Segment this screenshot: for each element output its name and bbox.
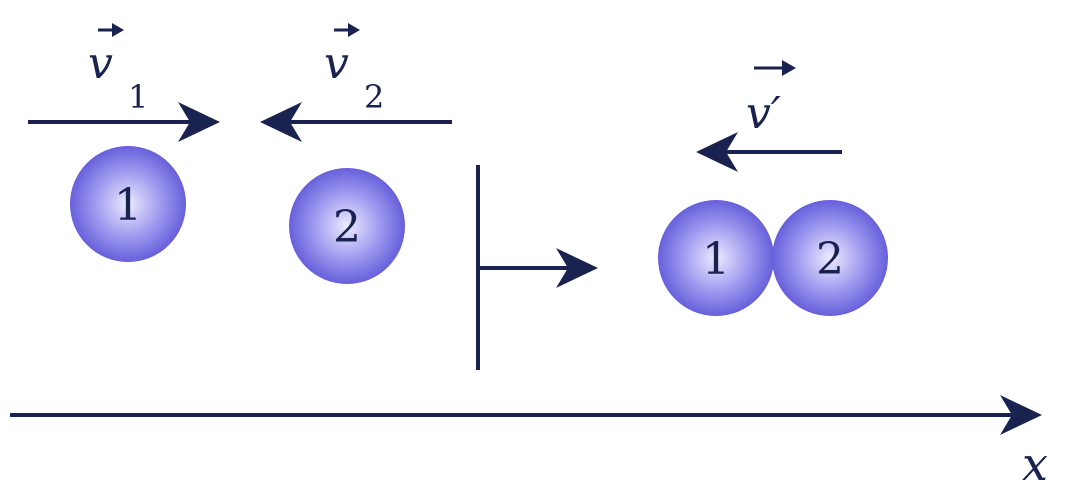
- transition-arrow-icon: [476, 165, 598, 370]
- ball-2-before-label: 2: [333, 202, 361, 253]
- v2-subscript: 2: [364, 78, 384, 116]
- ball-1-before-label: 1: [114, 180, 142, 231]
- ball-2-before: 2: [289, 168, 405, 284]
- v1-label: v 1: [88, 23, 148, 116]
- arrow-over-icon: [98, 23, 124, 37]
- ball-1-before: 1: [70, 146, 186, 262]
- v-prime-label: v′: [746, 60, 796, 139]
- x-axis: [10, 395, 1042, 435]
- v-prime-velocity-arrow: [696, 132, 842, 172]
- v1-subscript: 1: [128, 78, 148, 116]
- v1-velocity-arrow: [28, 102, 220, 142]
- ball-2-after-label: 2: [816, 234, 844, 285]
- v1-symbol: v: [88, 38, 113, 89]
- v2-symbol: v: [324, 38, 349, 89]
- arrow-over-icon: [334, 23, 360, 37]
- x-axis-label: x: [1022, 437, 1048, 491]
- ball-2-after: 2: [772, 200, 888, 316]
- v2-velocity-arrow: [260, 102, 452, 142]
- arrow-over-icon: [754, 60, 796, 76]
- v2-label: v 2: [324, 23, 384, 116]
- v-prime-symbol: v′: [746, 88, 781, 139]
- ball-1-after: 1: [658, 200, 774, 316]
- ball-1-after-label: 1: [702, 234, 730, 285]
